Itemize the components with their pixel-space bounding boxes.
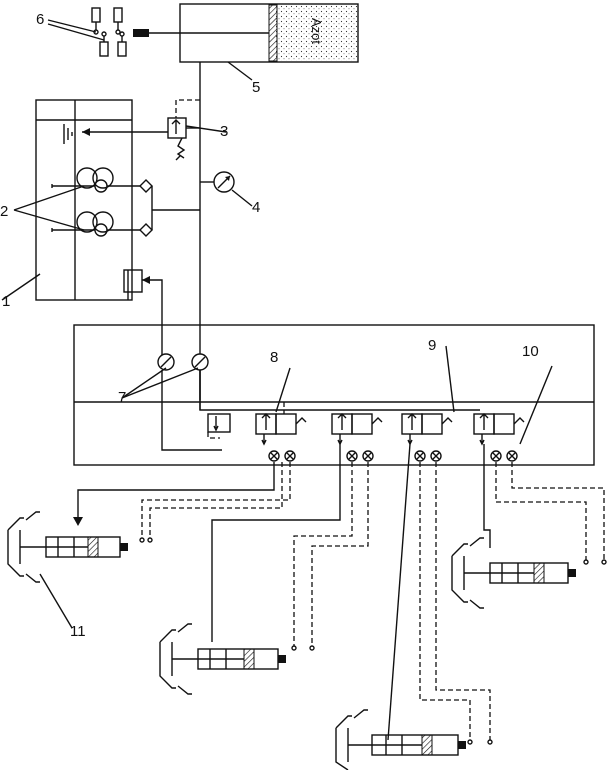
label-9: 9 [428, 337, 436, 354]
power-unit [35, 99, 200, 301]
label-2: 2 [0, 203, 8, 220]
accumulator: Azot [133, 3, 359, 63]
cylinder-3 [335, 709, 466, 770]
directional-valve-1 [255, 402, 307, 462]
cylinder-2 [159, 623, 286, 695]
relief-valve [82, 117, 227, 161]
directional-valve-4 [473, 413, 525, 462]
label-10: 10 [522, 343, 539, 360]
sensor-group [47, 7, 127, 57]
label-4: 4 [252, 199, 260, 216]
label-6: 6 [36, 11, 44, 28]
pressure-gauge [200, 171, 253, 207]
label-1: 1 [2, 293, 10, 310]
nitrogen-label: Azot [309, 18, 324, 44]
directional-valve-3 [401, 413, 453, 462]
label-11: 11 [70, 623, 86, 640]
label-3: 3 [220, 123, 228, 140]
cylinder-11 [7, 511, 128, 629]
label-8: 8 [270, 349, 278, 366]
valve-block [73, 324, 595, 466]
label-5: 5 [252, 79, 260, 96]
label-7: 7 [118, 389, 126, 406]
cylinder-4 [451, 537, 576, 609]
